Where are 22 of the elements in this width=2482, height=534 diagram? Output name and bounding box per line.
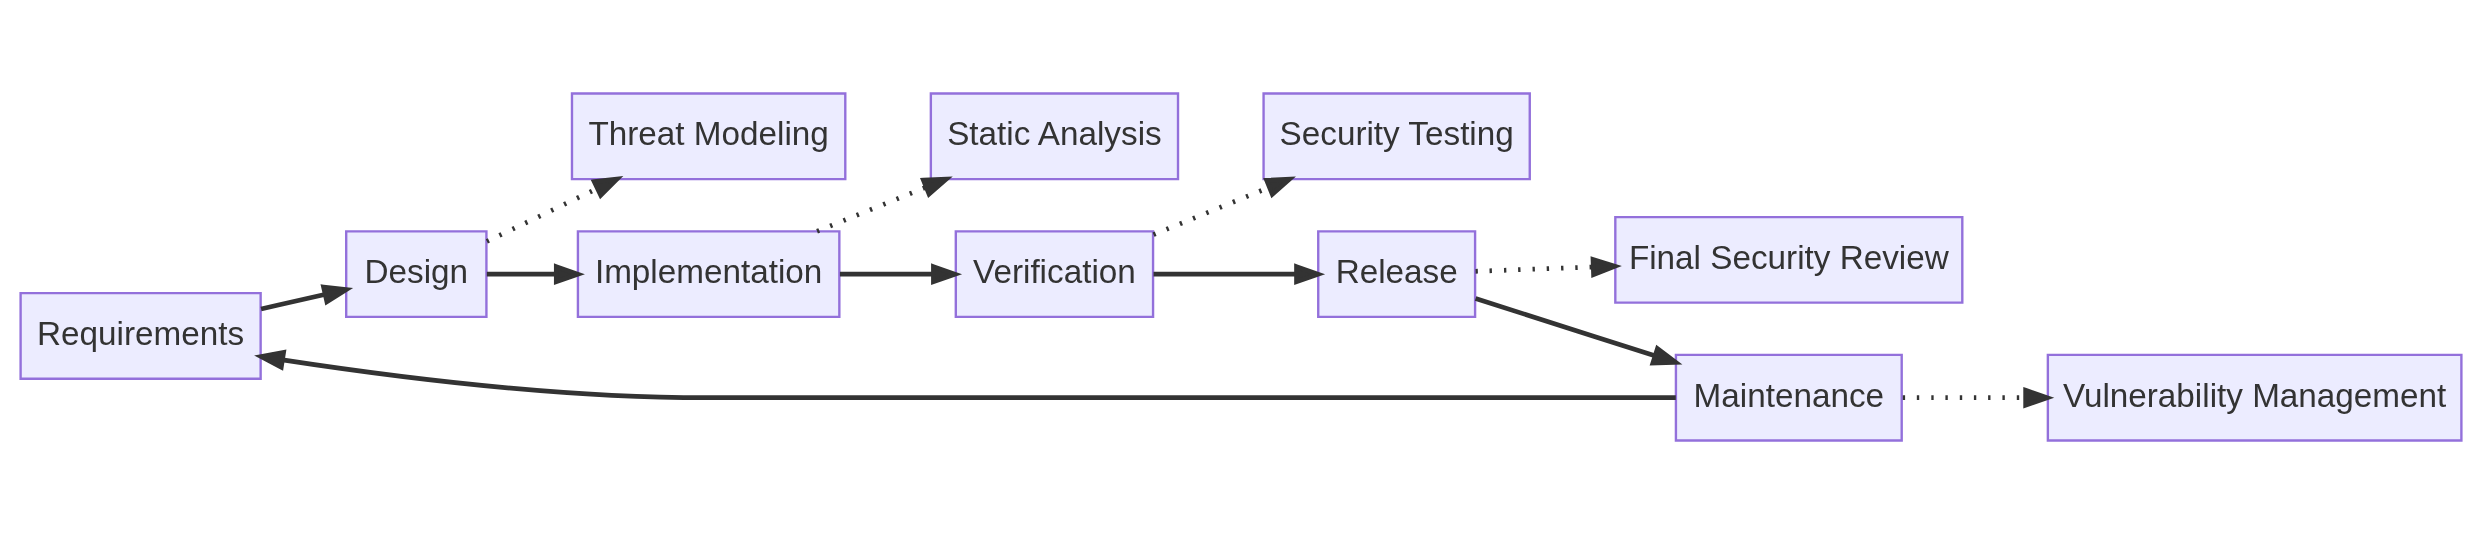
node-box: Implementation bbox=[576, 230, 841, 319]
arrow bbox=[485, 176, 624, 244]
arrow bbox=[1475, 256, 1622, 278]
node-box: Release bbox=[1317, 230, 1477, 319]
arrow bbox=[486, 263, 585, 285]
node-box: Maintenance bbox=[1674, 353, 1903, 442]
node-box: Design bbox=[345, 230, 488, 319]
arrow bbox=[1152, 176, 1296, 237]
node-box: Vulnerability Management bbox=[2046, 353, 2463, 442]
arrow bbox=[1153, 263, 1326, 285]
node-box: Static Analysis bbox=[929, 92, 1180, 181]
node-box: Verification bbox=[954, 230, 1155, 319]
node-box: Requirements bbox=[19, 291, 262, 380]
node-box: Threat Modeling bbox=[570, 92, 847, 181]
arrow bbox=[816, 176, 953, 234]
node-box: Final Security Review bbox=[1614, 215, 1964, 304]
arrow bbox=[1474, 296, 1683, 366]
arrow bbox=[254, 349, 1676, 401]
arrow bbox=[839, 263, 963, 285]
node-box: Security Testing bbox=[1262, 92, 1531, 181]
arrow bbox=[1902, 386, 2055, 409]
arrow bbox=[260, 284, 354, 312]
